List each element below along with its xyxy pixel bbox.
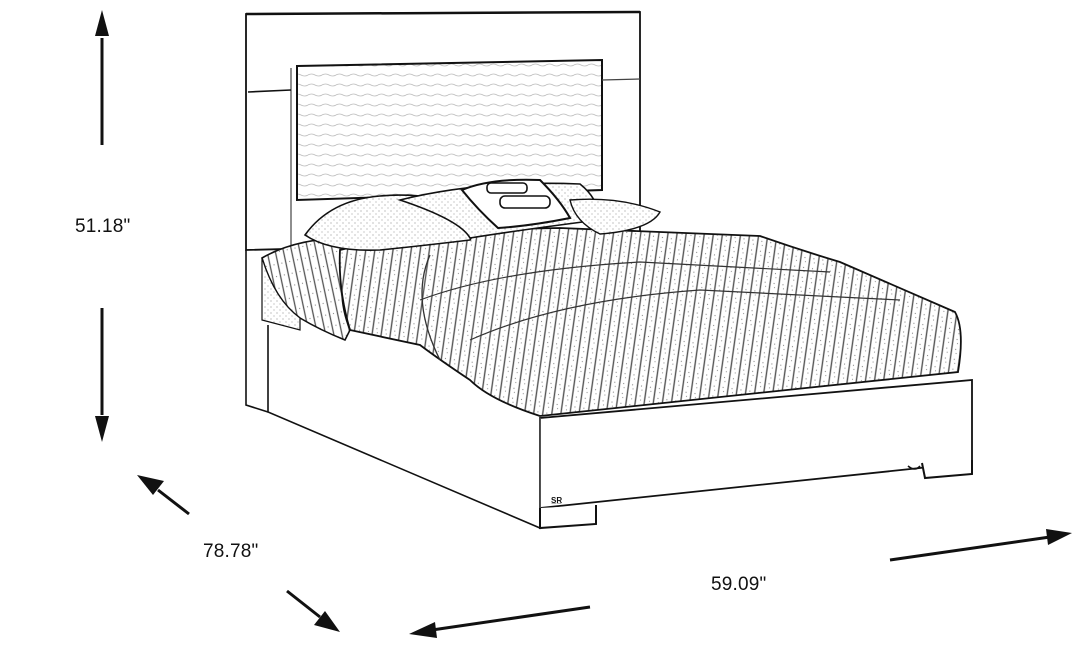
pillows bbox=[303, 178, 661, 252]
depth-dimension-label: 78.78" bbox=[203, 541, 259, 562]
depth-arrow bbox=[137, 475, 340, 632]
bed-frame: S̲R̲ bbox=[267, 325, 973, 530]
height-arrow bbox=[95, 10, 109, 442]
width-arrow bbox=[409, 529, 1072, 638]
svg-text:S̲R̲: S̲R̲ bbox=[551, 496, 563, 505]
height-dimension-label: 51.18" bbox=[75, 216, 131, 237]
width-dimension-label: 59.09" bbox=[711, 574, 767, 595]
comforter bbox=[261, 227, 962, 417]
